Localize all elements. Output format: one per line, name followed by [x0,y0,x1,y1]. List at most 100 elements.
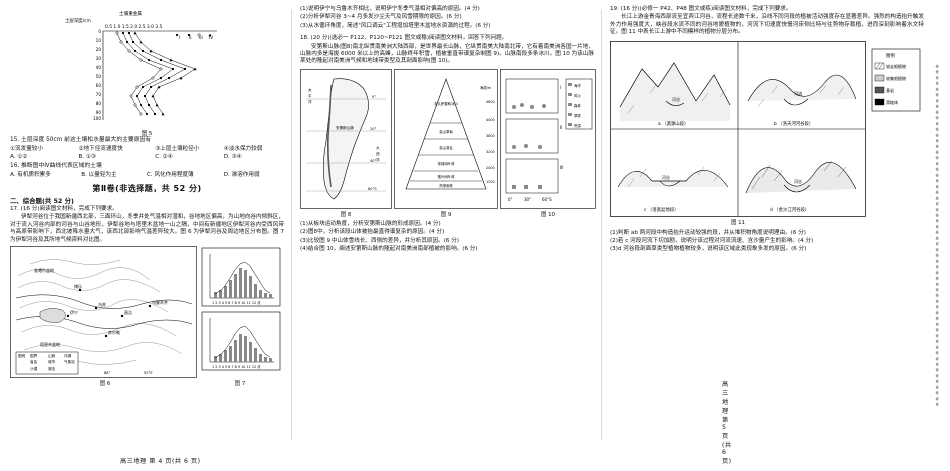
svg-text:西: 西 [376,151,380,156]
question-16-stem: 16. 推断图中Ⅳ曲线代表区域的土壤 [10,163,102,170]
question-19-block: 19. (16 分)(必修一 P42、P48 图文或练)阅读图文材料，完成下列要… [610,6,924,37]
figure-10-caption: 图 10 [541,211,555,218]
svg-text:10: 10 [96,38,102,43]
svg-text:湖泊: 湖泊 [48,366,56,371]
svg-text:30°: 30° [524,197,531,202]
svg-text:高山草甸: 高山草甸 [439,129,453,134]
svg-text:森林: 森林 [574,103,581,108]
svg-text:库尔勒: 库尔勒 [108,329,120,335]
svg-text:河谷: 河谷 [672,96,680,102]
svg-text:0°: 0° [508,197,513,202]
q15-option-3: ③上层土壤粒径小 [155,146,200,153]
svg-text:1200: 1200 [486,180,495,184]
figure-7-caption: 图 7 [234,381,246,387]
footer-page-5: 高三地理 第 5 页(共 6 页) [722,381,732,465]
question-17-body: 伊犁河谷位于我国新疆西北部，三面环山，冬季并处气温相对湿和，谷地地区偏高，为山地… [10,214,284,243]
svg-text:海拔/m: 海拔/m [480,85,492,90]
q18-sub-4: (4)结合图 10，阐述安第斯山脉的隆起对南美洲南部植被的影响。(6 分) [300,246,478,253]
question-19-subquestions: (1)判断 ab 两河段中构造抬升运动较强的段，并从堆积物角度说明理由。(6 分… [610,230,924,254]
section-2-heading: 第Ⅱ卷(非选择题，共 52 分) [92,183,202,193]
column-middle: (1)说明伊宁与乌鲁木齐相比，说明伊宁冬季气温相对偏高的原因。(4 分) (2)… [292,0,731,471]
svg-text:40: 40 [96,65,102,70]
figure-9: 永久积雪和冰川 高山草甸 高山灌丛 常绿阔叶林 落叶阔叶林 热带雨林 海拔/m … [394,68,498,218]
figures-8-9-10: 0°20°40°60°S 太平洋 大西洋 安第斯山脉 图 8 [300,68,596,218]
svg-text:洋: 洋 [376,157,380,162]
svg-text:大: 大 [376,145,380,150]
edge-decoration: ※ ※ ※ ※ ※ ※ ※ ※ ※ ※ ※ ※ ※ ※ ※ ※ ※ ※ ※ ※ … [934,0,950,471]
svg-text:70: 70 [96,92,102,97]
svg-text:20°: 20° [370,127,377,131]
svg-text:省会: 省会 [30,359,38,364]
column-divider-1 [291,10,292,440]
svg-text:1 2 3 4 5 6 7 8 9 10 11 12 月: 1 2 3 4 5 6 7 8 9 10 11 12 月 [212,365,261,369]
question-15-answers: A. ①② B. ①③ C. ②④ D. ③④ [10,154,284,162]
svg-text:c （洛宽盆地段）: c （洛宽盆地段） [644,206,679,213]
q19-sub-2: (2)若 c 河段河流下切加剧，说明分该过程对河流流速、含沙量产生的影响。(4 … [610,238,814,245]
q17-sub-2: (2)分析伊犁河谷 3~4 月多发沙尘天气及风雪期限的原因。(6 分) [300,14,462,21]
svg-text:较集根植物: 较集根植物 [886,75,906,81]
svg-text:风沙: 风沙 [574,93,581,98]
svg-text:图例: 图例 [18,353,26,358]
svg-text:永久积雪和冰川: 永久积雪和冰川 [434,101,458,106]
svg-text:d （金沙江河谷段）: d （金沙江河谷段） [770,206,809,213]
svg-text:热带雨林: 热带雨林 [439,183,453,188]
figure-5-caption: 图 5 [141,131,153,137]
svg-text:4800: 4800 [486,100,495,104]
figure-9-caption: 图 9 [440,211,452,218]
svg-text:荒漠: 荒漠 [574,123,581,128]
svg-text:IV: IV [209,35,213,40]
svg-text:Ⅱ: Ⅱ [560,125,562,130]
q16-answer-d: D. 淋溶作用弱 [223,172,260,179]
svg-text:气象站: 气象站 [64,359,75,364]
svg-text:太: 太 [308,87,312,92]
svg-text:30: 30 [96,56,102,61]
q16-answer-c: C. 风化作用程度薄 [146,172,194,179]
q18-sub-2: (2)图8中，分析该段山体被抬最直得谱复杂的原因。(4 分) [300,229,445,236]
svg-text:40°: 40° [370,159,377,163]
q15-answer-d: D. ③④ [223,153,242,160]
svg-text:国界: 国界 [30,353,38,358]
svg-text:60°S: 60°S [368,187,377,191]
svg-text:b （洛天河河谷段）: b （洛天河河谷段） [774,120,813,127]
svg-text:河谷: 河谷 [662,174,670,180]
question-18-block: 18. (20 分)(选必一 P112、P120~P121 图文或稳)阅读图文材… [300,35,594,66]
question-17-subquestions: (1)说明伊宁与乌鲁木齐相比，说明伊宁冬季气温相对偏高的原因。(4 分) (2)… [300,6,594,30]
svg-text:Ⅲ: Ⅲ [560,165,563,170]
svg-text:常绿阔叶林: 常绿阔叶林 [438,161,456,166]
figure-8-caption: 图 8 [340,211,352,218]
svg-text:图例: 图例 [886,52,895,59]
question-17-stem: 17. (16 分)阅读图文材料，完成下列要求。 [10,205,118,212]
svg-text:准噶尔盆地: 准噶尔盆地 [34,267,54,273]
figure-8: 0°20°40°60°S 太平洋 大西洋 安第斯山脉 图 8 [300,68,392,218]
q19-sub-1: (1)判断 ab 两河段中构造抬升运动较强的段，并从堆积物角度说明理由。(6 分… [610,229,806,236]
svg-text:60°S: 60°S [542,197,552,202]
svg-text:0.5 1.0 1.5 2.0 2.5 3.0 3.5: 0.5 1.0 1.5 2.0 2.5 3.0 3.5 [105,24,162,30]
svg-text:3800: 3800 [486,134,495,138]
svg-text:伊宁: 伊宁 [70,309,78,315]
q19-sub-3: (3)d 河谷段剖面草类型植物植物较多，说明该区域此类现象多发的原因。(6 分) [610,246,807,253]
svg-text:昌吉: 昌吉 [124,310,132,315]
svg-text:I: I [179,35,180,40]
svg-text:塔里木盆地: 塔里木盆地 [40,341,60,347]
svg-text:安第斯山脉: 安第斯山脉 [336,125,354,130]
column-right: 19. (16 分)(必修一 P42、P48 图文或练)阅读图文材料，完成下列要… [602,0,934,471]
svg-text:II: II [189,35,191,40]
svg-text:河湖: 河湖 [64,353,72,358]
svg-text:0°: 0° [372,95,376,99]
q18-sub-3: (3)比较图 9 中山体雪线长、西侧的差异，并分析其原因。(6 分) [300,237,459,244]
svg-text:土层深度/cm: 土层深度/cm [65,17,91,24]
q16-answer-a: A. 有机质积累多 [10,172,51,179]
svg-text:山脉: 山脉 [48,353,56,358]
svg-text:草原: 草原 [574,113,581,118]
svg-text:海洋: 海洋 [574,83,581,88]
q15-answer-a: A. ①② [10,153,28,160]
svg-text:III: III [199,35,203,40]
svg-text:河流: 河流 [794,90,802,96]
q17-sub-3: (3)从水循环角度，简述"风口调云"工程增加塔里木盆地水资源的过程。(6 分) [300,22,491,29]
svg-text:2400: 2400 [486,166,495,170]
q15-option-1: ①流发量较小 [10,146,43,153]
svg-text:洋: 洋 [308,99,312,104]
